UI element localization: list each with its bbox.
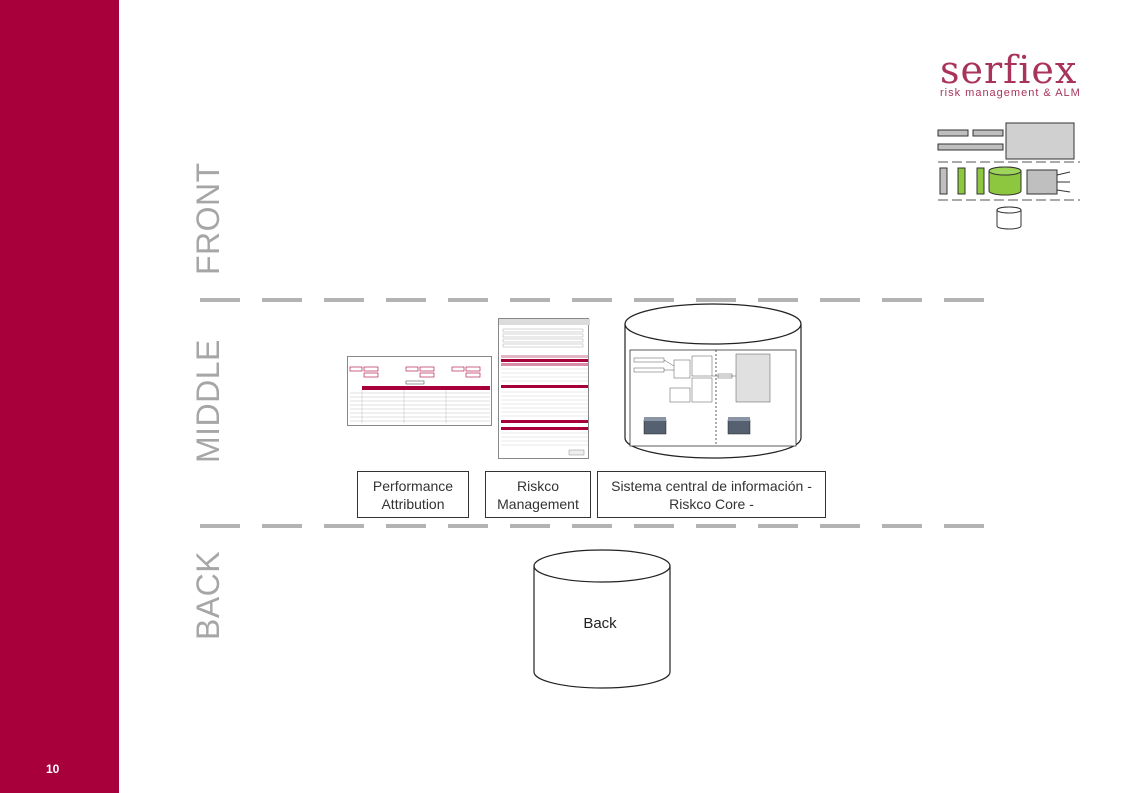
back-database (533, 549, 671, 689)
riskco-management-box: Riskco Management (485, 471, 591, 518)
riskco-core-database (624, 303, 802, 459)
layer-label-middle: MIDDLE (190, 339, 226, 463)
separator-front-middle (200, 298, 995, 302)
mini-architecture-icon (937, 122, 1080, 230)
performance-attribution-screenshot (347, 356, 492, 426)
sidebar-band (0, 0, 119, 793)
brand-logo: serfiex (940, 48, 1078, 92)
back-database-label: Back (583, 615, 617, 632)
brand-tagline: risk management & ALM (940, 87, 1081, 99)
layer-label-front: FRONT (190, 162, 226, 275)
layer-label-back: BACK (190, 550, 226, 640)
riskco-core-box: Sistema central de información - Riskco … (597, 471, 826, 518)
page-number: 10 (46, 762, 60, 776)
riskco-management-screenshot (498, 318, 590, 459)
separator-middle-back (200, 524, 995, 528)
performance-attribution-box: Performance Attribution (357, 471, 469, 518)
